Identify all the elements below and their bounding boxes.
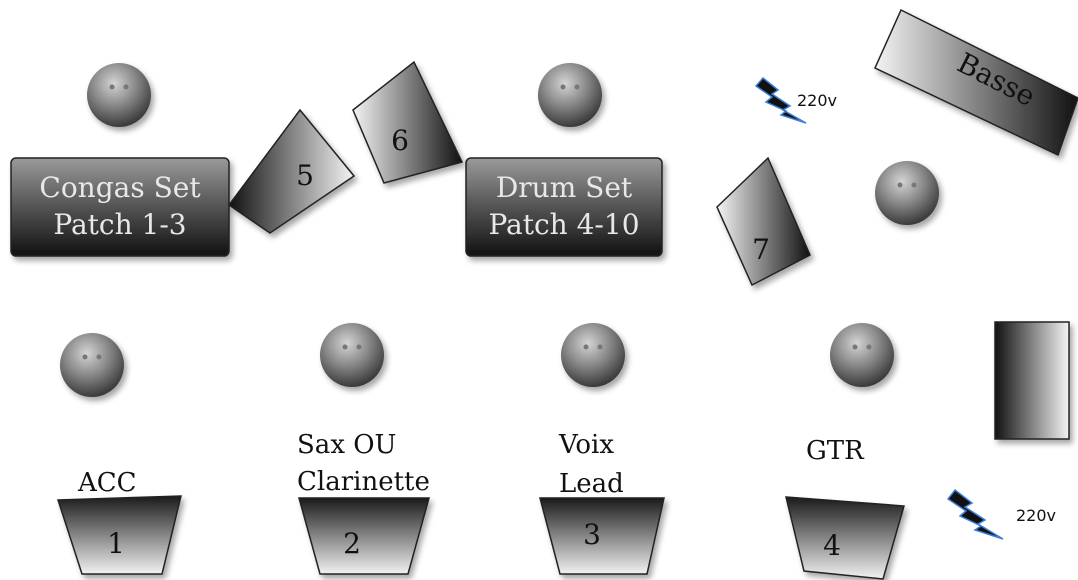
bass-amp: Basse (874, 8, 1078, 157)
musician-drums (538, 63, 602, 127)
lightning-bolt-icon (946, 488, 1004, 540)
monitor-7: 7 (716, 156, 811, 287)
congas-set-box: Congas Set Patch 1-3 (10, 157, 230, 257)
monitor-5: 5 (227, 108, 356, 234)
power-outlet-1-label: 220v (797, 91, 837, 110)
musician-bass (875, 161, 939, 225)
drum-set-box: Drum Set Patch 4-10 (465, 157, 663, 257)
musician-voice (561, 323, 625, 387)
musician-sax (320, 323, 384, 387)
musician-gtr (830, 323, 894, 387)
power-outlet-1: 220v (754, 76, 837, 124)
wedge-2: 2 (298, 497, 430, 575)
monitor-7-label: 7 (752, 233, 770, 266)
position-label-voice-line1: Voix (558, 430, 614, 460)
monitor-6-label: 6 (391, 124, 409, 157)
musician-congas (87, 63, 151, 127)
drum-set-label-line2: Patch 4-10 (488, 208, 639, 241)
monitor-6: 6 (352, 60, 464, 184)
musician-acc (60, 333, 124, 397)
wedge-3: 3 (539, 497, 665, 575)
guitar-amp (994, 321, 1070, 440)
wedge-3-label: 3 (583, 518, 601, 551)
congas-set-label-line2: Patch 1-3 (53, 208, 186, 241)
monitor-5-label: 5 (296, 159, 314, 192)
wedge-1-label: 1 (107, 527, 125, 560)
position-label-gtr: GTR (806, 436, 865, 466)
drum-set-label-line1: Drum Set (496, 171, 633, 204)
wedge-4: 4 (785, 496, 905, 580)
wedge-4-label: 4 (823, 529, 841, 562)
wedge-2-label: 2 (343, 527, 361, 560)
power-outlet-2-label: 220v (1016, 506, 1056, 525)
position-label-sax-line1: Sax OU (297, 430, 396, 460)
position-label-acc: ACC (77, 468, 137, 498)
power-outlet-2: 220v (946, 488, 1056, 540)
wedge-1: 1 (56, 495, 182, 575)
position-label-sax-line2: Clarinette (297, 467, 430, 497)
lightning-bolt-icon (754, 76, 807, 124)
congas-set-label-line1: Congas Set (39, 171, 201, 204)
position-label-voice-line2: Lead (559, 469, 624, 499)
